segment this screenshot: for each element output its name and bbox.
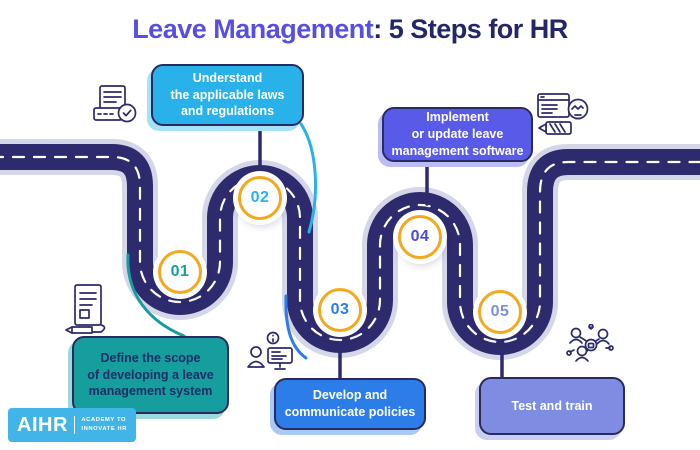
logo-divider [73,416,76,434]
document-pen-icon [62,282,114,336]
step-badge-2: 02 [238,176,282,220]
step-label-line: Define the scope [100,350,201,365]
step-label-line: Develop and [312,388,388,403]
connector-step-1 [126,253,186,338]
step-label-line: Implement [426,110,489,125]
step-box-5: Test and train [479,377,625,435]
step-label-line: management software [391,143,524,158]
step-label-line: Test and train [511,398,593,413]
step-box-1: Define the scope of developing a leave m… [72,336,229,414]
step-number: 02 [250,189,270,206]
document-check-icon [90,84,140,130]
road-center-line [0,155,700,344]
step-label-line: management system [88,384,213,399]
step-label-line: communicate policies [284,405,416,419]
step-badge-4: 04 [398,215,442,259]
step-box-4: Implement or update leave management sof… [382,107,533,162]
step-label-line: Understand [192,70,263,85]
step-badge-3: 03 [318,288,362,332]
connector-arc-step-3 [284,294,308,360]
step-box-3: Develop and communicate policies [274,378,426,430]
logo-tagline: ACADEMY TO INNOVATE HR [81,417,128,432]
software-bulb-icon [536,90,592,140]
step-label-line: of developing a leave [87,367,214,382]
step-label-line: or update leave [411,127,504,142]
step-label-line: the applicable laws [170,87,285,102]
team-network-icon [566,324,614,368]
step-box-2: Understand the applicable laws and regul… [151,64,304,126]
step-number: 05 [490,303,510,320]
step-label-line: and regulations [180,104,275,119]
step-number: 04 [410,228,430,245]
logo-brand: AIHR [17,413,68,436]
connector-arc-step-2 [299,122,317,234]
aihr-logo: AIHR ACADEMY TO INNOVATE HR [8,408,137,442]
step-number: 03 [330,301,350,318]
step-badge-1: 01 [158,250,202,294]
title-highlight: Leave Management [132,14,374,44]
page-title: Leave Management: 5 Steps for HR [0,14,700,45]
presenter-screen-icon [246,331,296,379]
step-number: 01 [170,263,190,280]
title-suffix: : 5 Steps for HR [373,14,568,44]
step-badge-5: 05 [478,290,522,334]
